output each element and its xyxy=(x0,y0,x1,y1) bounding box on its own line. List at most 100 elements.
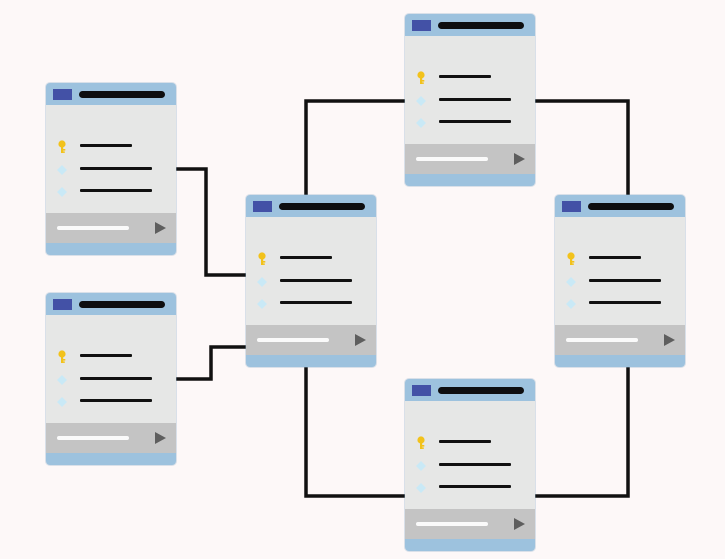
window-icon xyxy=(253,201,272,212)
field-line xyxy=(439,120,511,123)
title-bar xyxy=(79,91,165,98)
key-icon xyxy=(415,435,427,449)
key-icon xyxy=(56,349,68,363)
key-icon xyxy=(256,251,268,265)
field-line xyxy=(80,144,132,147)
card-header xyxy=(46,83,176,105)
connector-top-to-right xyxy=(535,99,630,195)
card-footer xyxy=(405,509,535,539)
field-row xyxy=(46,139,176,153)
field-line xyxy=(589,279,661,282)
diamond-icon xyxy=(56,372,68,386)
connector-bottom-to-center xyxy=(304,367,405,498)
connector-left-top-to-center xyxy=(176,167,246,277)
field-line xyxy=(80,167,152,170)
card-footer xyxy=(46,213,176,243)
field-row xyxy=(555,296,685,310)
card-footer xyxy=(555,325,685,355)
card-bottom-bar xyxy=(46,243,176,255)
table-card-left-top xyxy=(46,83,176,255)
field-row xyxy=(555,251,685,265)
footer-line xyxy=(57,226,129,230)
field-row xyxy=(405,435,535,449)
field-line xyxy=(439,463,511,466)
footer-line xyxy=(257,338,329,342)
field-line xyxy=(589,256,641,259)
diamond-icon xyxy=(415,480,427,494)
title-bar xyxy=(438,387,524,394)
connector-left-bottom-to-center xyxy=(176,345,246,381)
field-row xyxy=(246,296,376,310)
card-bottom-bar xyxy=(405,539,535,551)
table-card-right xyxy=(555,195,685,367)
field-row xyxy=(46,372,176,386)
title-bar xyxy=(79,301,165,308)
card-header xyxy=(405,379,535,401)
card-header xyxy=(555,195,685,217)
play-icon xyxy=(514,153,525,165)
field-row xyxy=(405,70,535,84)
diamond-icon xyxy=(415,93,427,107)
connector-center-to-top xyxy=(304,99,405,195)
field-row xyxy=(46,394,176,408)
field-line xyxy=(439,98,511,101)
field-row xyxy=(405,93,535,107)
footer-line xyxy=(566,338,638,342)
field-row xyxy=(405,458,535,472)
footer-line xyxy=(416,522,488,526)
footer-line xyxy=(57,436,129,440)
card-bottom-bar xyxy=(405,174,535,186)
connector-right-to-bottom xyxy=(535,367,630,498)
field-line xyxy=(439,485,511,488)
window-icon xyxy=(412,20,431,31)
diamond-icon xyxy=(565,274,577,288)
diamond-icon xyxy=(415,115,427,129)
key-icon xyxy=(56,139,68,153)
key-icon xyxy=(565,251,577,265)
field-line xyxy=(280,256,332,259)
footer-line xyxy=(416,157,488,161)
field-row xyxy=(246,274,376,288)
title-bar xyxy=(588,203,674,210)
field-line xyxy=(280,301,352,304)
table-card-bottom xyxy=(405,379,535,551)
field-row xyxy=(405,115,535,129)
field-line xyxy=(80,377,152,380)
field-line xyxy=(589,301,661,304)
field-row xyxy=(555,274,685,288)
title-bar xyxy=(438,22,524,29)
table-card-left-bottom xyxy=(46,293,176,465)
diamond-icon xyxy=(56,394,68,408)
diamond-icon xyxy=(256,296,268,310)
field-row xyxy=(46,184,176,198)
card-header xyxy=(46,293,176,315)
field-row xyxy=(46,349,176,363)
window-icon xyxy=(412,385,431,396)
diamond-icon xyxy=(256,274,268,288)
card-footer xyxy=(46,423,176,453)
field-line xyxy=(439,75,491,78)
card-bottom-bar xyxy=(46,453,176,465)
diamond-icon xyxy=(565,296,577,310)
diamond-icon xyxy=(415,458,427,472)
play-icon xyxy=(664,334,675,346)
card-header xyxy=(246,195,376,217)
play-icon xyxy=(155,432,166,444)
play-icon xyxy=(355,334,366,346)
diamond-icon xyxy=(56,162,68,176)
field-row xyxy=(405,480,535,494)
window-icon xyxy=(562,201,581,212)
key-icon xyxy=(415,70,427,84)
field-line xyxy=(80,354,132,357)
field-row xyxy=(246,251,376,265)
field-line xyxy=(439,440,491,443)
card-footer xyxy=(405,144,535,174)
field-line xyxy=(280,279,352,282)
diamond-icon xyxy=(56,184,68,198)
title-bar xyxy=(279,203,365,210)
field-line xyxy=(80,189,152,192)
play-icon xyxy=(155,222,166,234)
card-footer xyxy=(246,325,376,355)
